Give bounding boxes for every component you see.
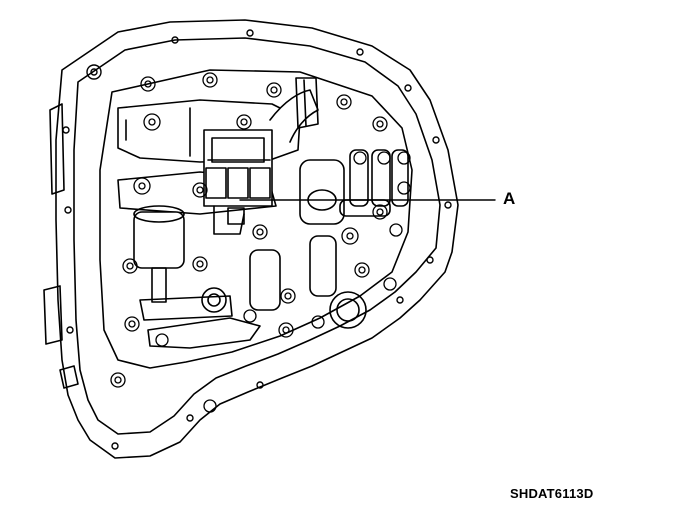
accumulator-cylinder — [134, 206, 232, 320]
case-flange-outline — [56, 20, 458, 458]
left-rib-2 — [44, 286, 62, 344]
connector-block — [204, 130, 272, 234]
flange-bolt-holes — [63, 30, 451, 449]
callout-label-a: A — [503, 189, 516, 208]
linkage-arm — [148, 318, 260, 348]
left-rib — [50, 104, 64, 194]
wire-harness — [270, 90, 318, 142]
valve-body-plate — [100, 70, 412, 368]
valve-bores — [250, 150, 408, 328]
figure-code: SHDAT6113D — [510, 486, 594, 501]
valve-body-bolts — [111, 73, 410, 412]
left-rib-3 — [60, 366, 78, 388]
case-flange-inner — [74, 38, 440, 434]
